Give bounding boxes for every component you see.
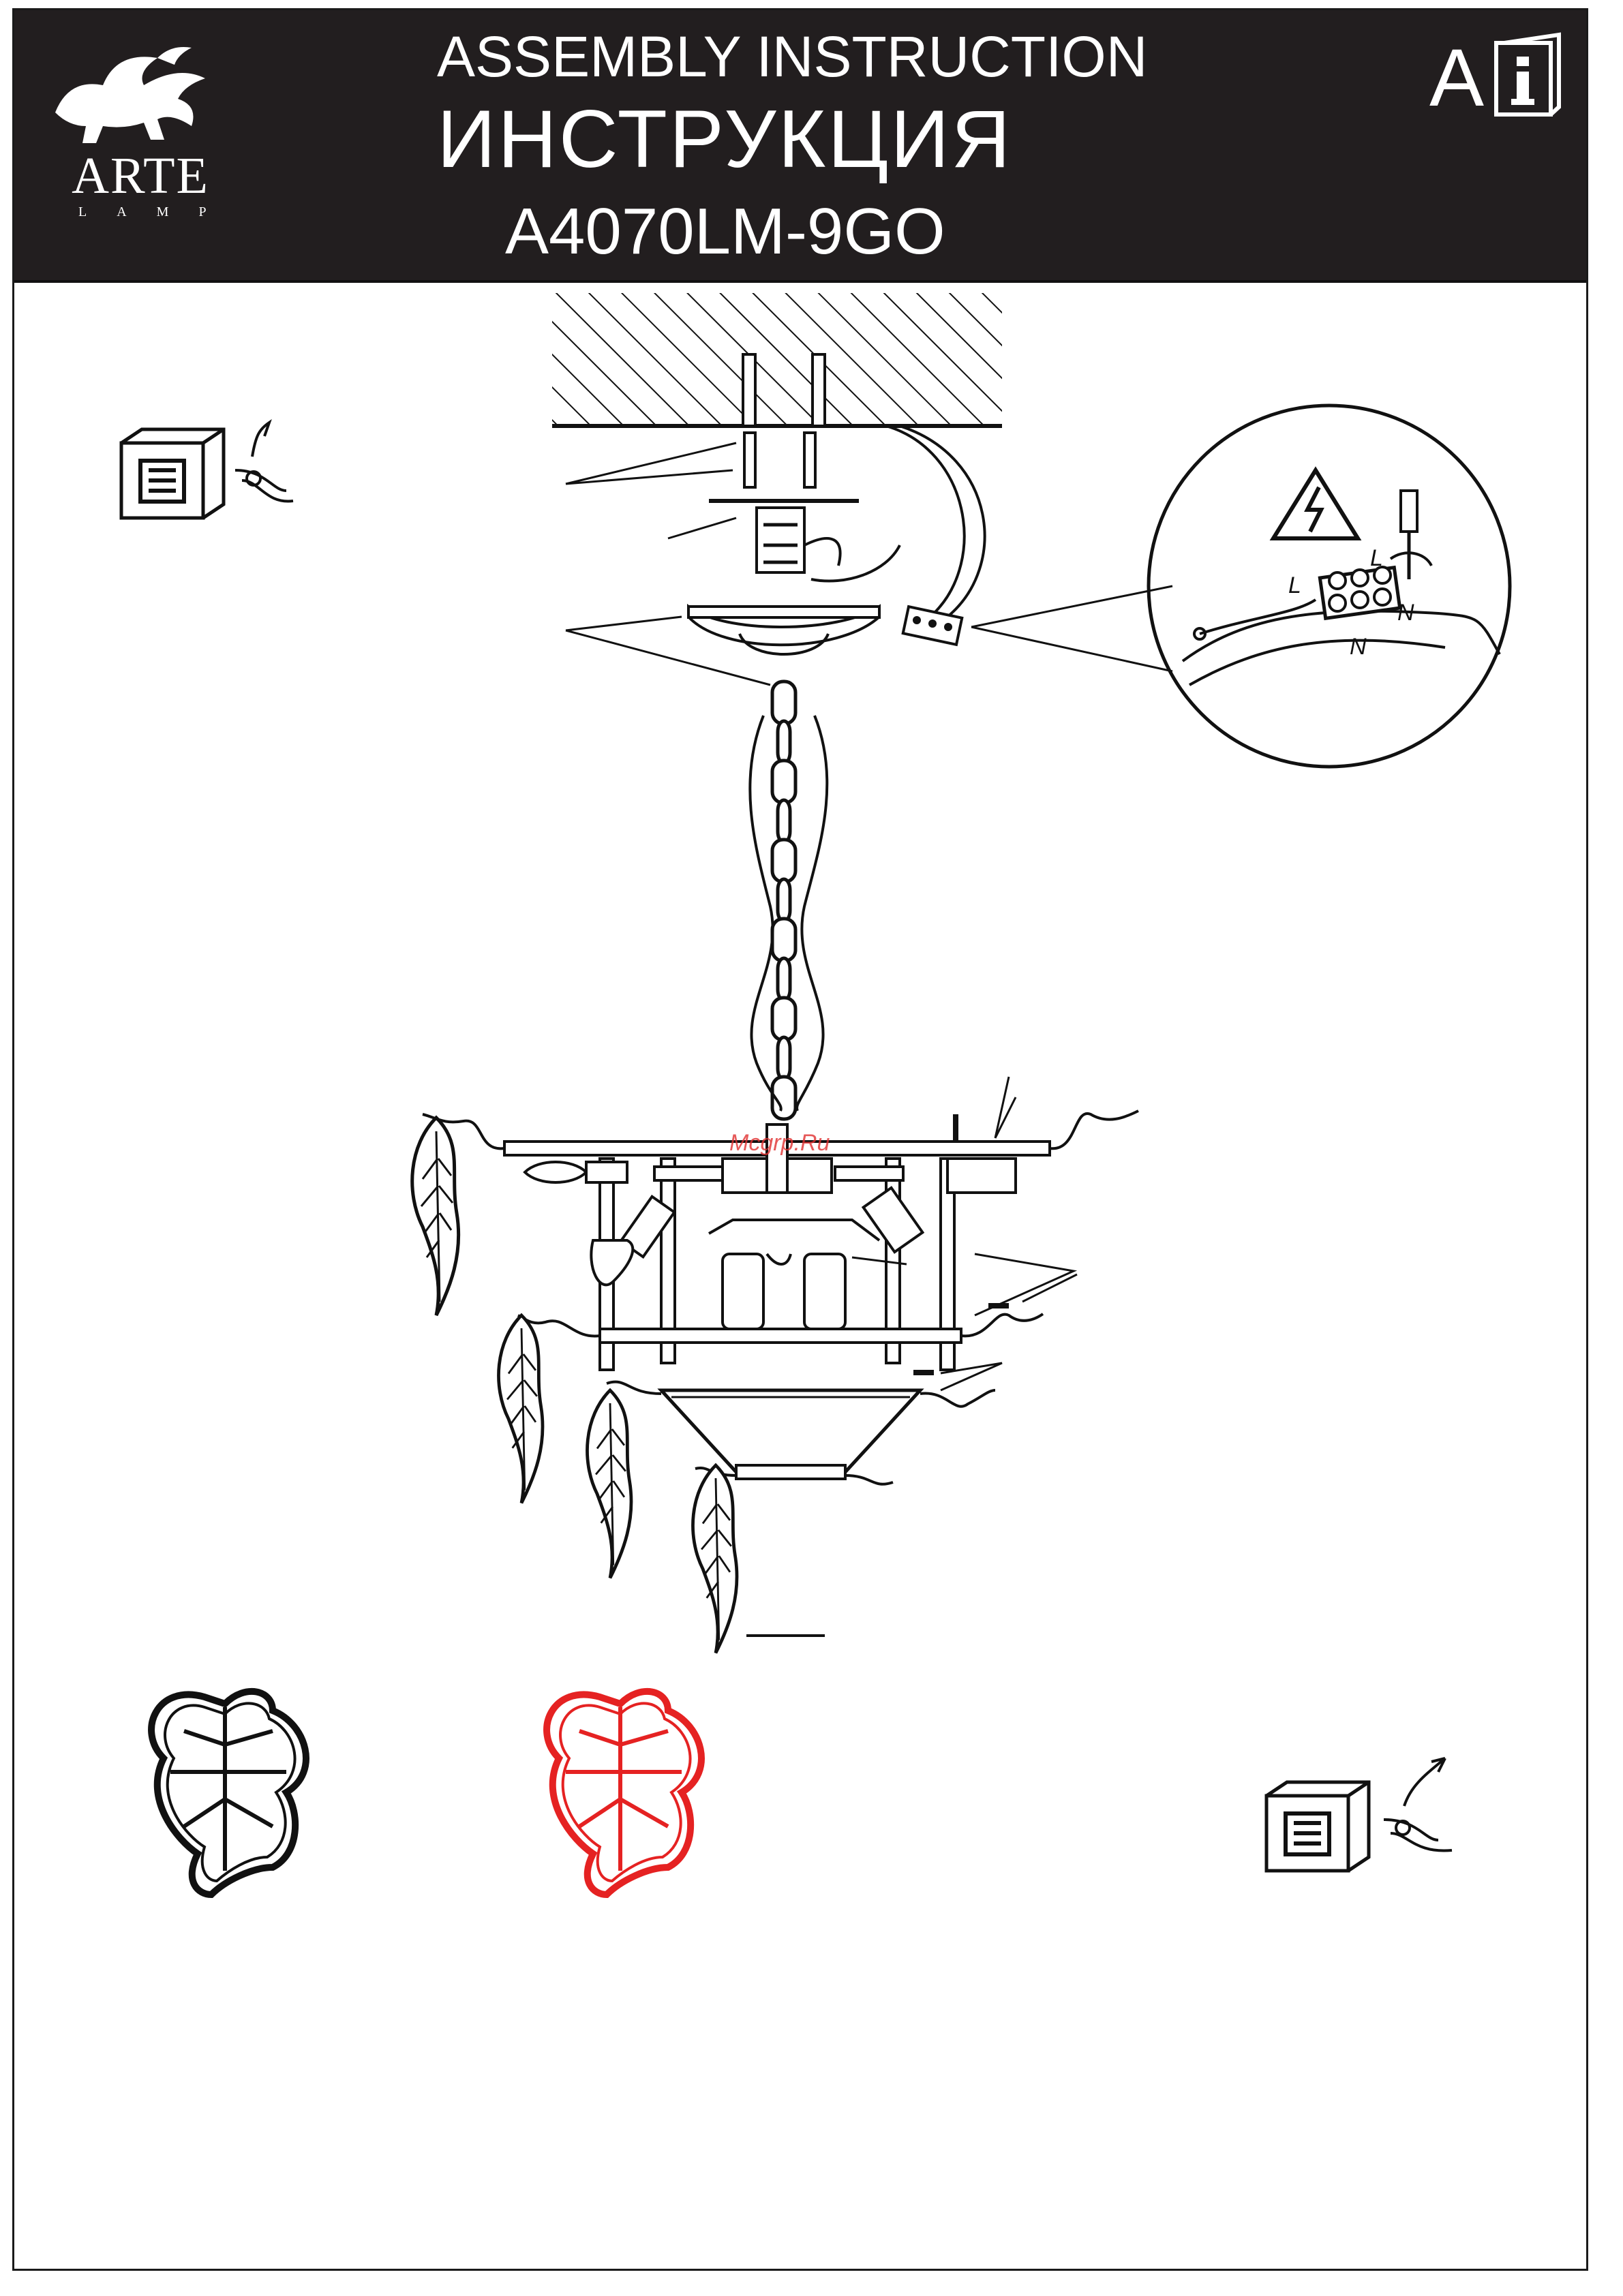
glass-leaf-black <box>151 1692 306 1895</box>
chain-link <box>772 919 795 961</box>
label-live-2: L <box>1370 545 1383 571</box>
chain-link <box>778 879 790 921</box>
bulb-holder-left <box>525 1162 903 1182</box>
label-live: L <box>1288 572 1301 598</box>
chain-link <box>778 1037 790 1080</box>
terminal-connector-detail <box>1320 567 1399 618</box>
chain-link <box>772 998 795 1040</box>
suspension-chain <box>772 682 795 1119</box>
chain-link <box>778 800 790 842</box>
power-on-icon <box>1266 1758 1452 1871</box>
watermark-text: Mcgrp.Ru <box>729 1130 830 1157</box>
glass-leaf-strip-1 <box>412 1118 459 1315</box>
chain-link <box>778 721 790 763</box>
wiring-detail-callout: L L N N <box>971 405 1510 767</box>
label-neutral: N <box>1397 600 1414 626</box>
glass-leaf-strip-4 <box>693 1465 737 1653</box>
ceiling-mount <box>552 293 1002 685</box>
chain-link <box>778 958 790 1000</box>
chain-link <box>772 761 795 803</box>
label-neutral-2: N <box>1350 634 1367 660</box>
glass-leaf-red <box>547 1692 701 1895</box>
chain-link <box>772 840 795 882</box>
power-off-icon <box>121 423 293 518</box>
glass-leaf-strip-2 <box>498 1315 543 1503</box>
chain-link <box>772 682 795 724</box>
glass-leaf-strip-3 <box>587 1390 631 1578</box>
